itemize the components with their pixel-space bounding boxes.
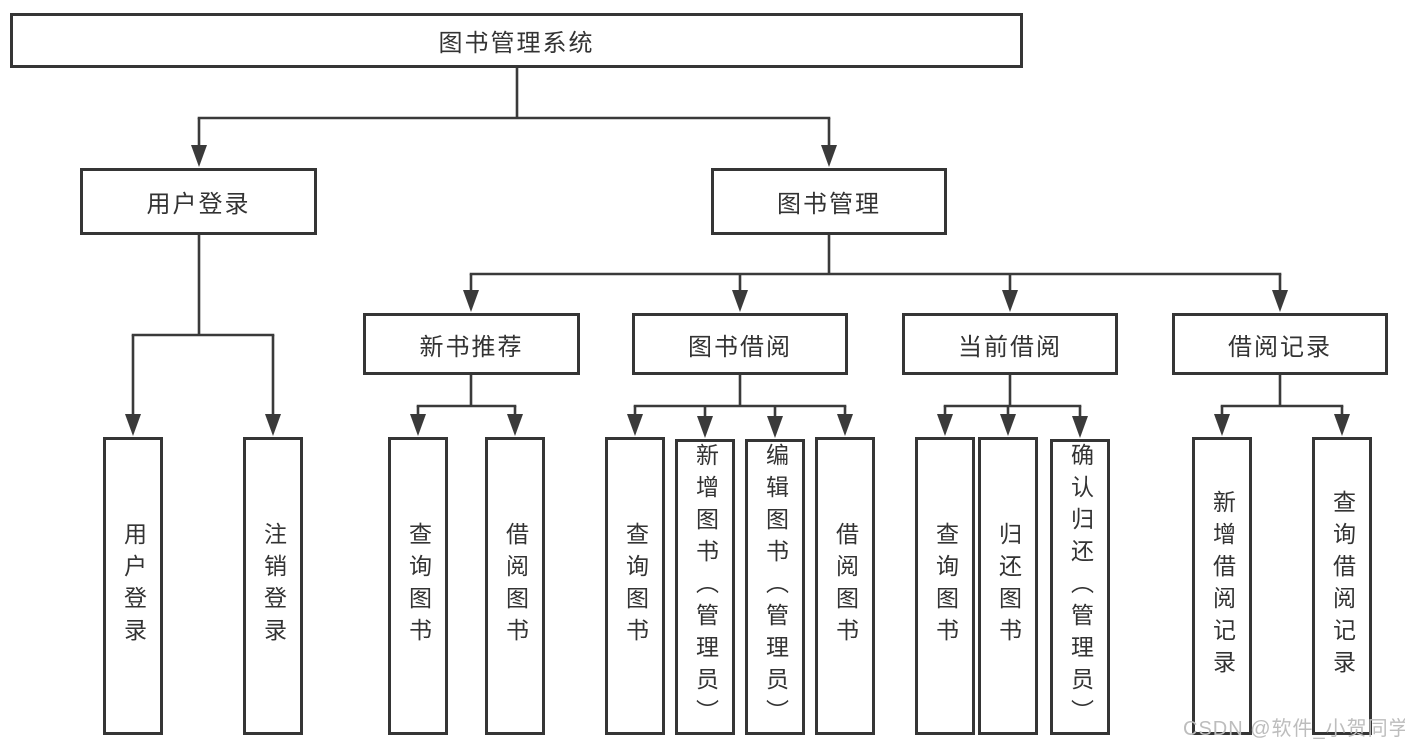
node-leaf-bb-add-books-label: 新增图书（管理员） xyxy=(692,443,719,731)
arrowhead-icon xyxy=(937,414,953,436)
node-user-login-label: 用户登录 xyxy=(146,191,251,218)
node-leaf-bb-edit-books-label: 编辑图书（管理员） xyxy=(762,443,789,731)
arrowhead-icon xyxy=(627,414,643,436)
arrowhead-icon xyxy=(410,414,426,436)
node-leaf-br-add-record-label: 新增借阅记录 xyxy=(1209,490,1236,682)
node-borrow-records: 借阅记录 xyxy=(1172,313,1388,375)
arrowhead-icon xyxy=(125,414,141,436)
node-leaf-cb-query-books: 查询图书 xyxy=(915,437,975,735)
node-current-borrow-label: 当前借阅 xyxy=(958,333,1062,361)
node-leaf-nbr-borrow-books-label: 借阅图书 xyxy=(502,522,529,650)
node-leaf-nbr-query-books-label: 查询图书 xyxy=(405,522,432,650)
arrowhead-icon xyxy=(1214,414,1230,436)
arrowhead-icon xyxy=(265,414,281,436)
node-leaf-br-query-record: 查询借阅记录 xyxy=(1312,437,1372,735)
node-leaf-nbr-query-books: 查询图书 xyxy=(388,437,448,735)
node-book-borrow-label: 图书借阅 xyxy=(688,333,792,361)
arrowhead-icon xyxy=(1002,290,1018,312)
node-book-management-label: 图书管理 xyxy=(777,191,881,218)
arrowhead-icon xyxy=(1272,290,1288,312)
node-leaf-cb-return-books-label: 归还图书 xyxy=(995,522,1022,650)
arrowhead-icon xyxy=(191,145,207,167)
node-new-book-recommend-label: 新书推荐 xyxy=(419,333,524,361)
node-leaf-logout: 注销登录 xyxy=(243,437,303,735)
arrowhead-icon xyxy=(1072,416,1088,438)
node-leaf-bb-add-books: 新增图书（管理员） xyxy=(675,439,735,735)
node-leaf-bb-query-books: 查询图书 xyxy=(605,437,665,735)
csdn-watermark: CSDN @软件_小贺同学 xyxy=(1183,718,1405,740)
node-leaf-br-query-record-label: 查询借阅记录 xyxy=(1329,490,1356,682)
node-leaf-cb-confirm-return: 确认归还（管理员） xyxy=(1050,439,1110,735)
node-new-book-recommend: 新书推荐 xyxy=(363,313,580,375)
node-leaf-cb-return-books: 归还图书 xyxy=(978,437,1038,735)
arrowhead-icon xyxy=(463,290,479,312)
node-book-borrow: 图书借阅 xyxy=(632,313,848,375)
arrowhead-icon xyxy=(507,414,523,436)
node-leaf-user-login: 用户登录 xyxy=(103,437,163,735)
node-root: 图书管理系统 xyxy=(10,13,1023,68)
node-leaf-nbr-borrow-books: 借阅图书 xyxy=(485,437,545,735)
arrowhead-icon xyxy=(1334,414,1350,436)
node-leaf-user-login-label: 用户登录 xyxy=(120,522,147,650)
arrowhead-icon xyxy=(837,414,853,436)
node-leaf-cb-query-books-label: 查询图书 xyxy=(932,522,959,650)
node-leaf-logout-label: 注销登录 xyxy=(260,522,287,650)
node-leaf-bb-query-books-label: 查询图书 xyxy=(622,522,649,650)
arrowhead-icon xyxy=(821,145,837,167)
arrowhead-icon xyxy=(1000,414,1016,436)
node-leaf-cb-confirm-return-label: 确认归还（管理员） xyxy=(1067,443,1094,731)
arrowhead-icon xyxy=(732,290,748,312)
arrowhead-icon xyxy=(767,416,783,438)
node-book-management: 图书管理 xyxy=(711,168,947,235)
node-root-label: 图书管理系统 xyxy=(438,30,595,57)
node-borrow-records-label: 借阅记录 xyxy=(1228,333,1332,361)
node-leaf-bb-borrow-books-label: 借阅图书 xyxy=(832,522,859,650)
node-leaf-bb-edit-books: 编辑图书（管理员） xyxy=(745,439,805,735)
node-leaf-br-add-record: 新增借阅记录 xyxy=(1192,437,1252,735)
node-leaf-bb-borrow-books: 借阅图书 xyxy=(815,437,875,735)
node-current-borrow: 当前借阅 xyxy=(902,313,1118,375)
arrowhead-icon xyxy=(697,416,713,438)
node-user-login: 用户登录 xyxy=(80,168,317,235)
